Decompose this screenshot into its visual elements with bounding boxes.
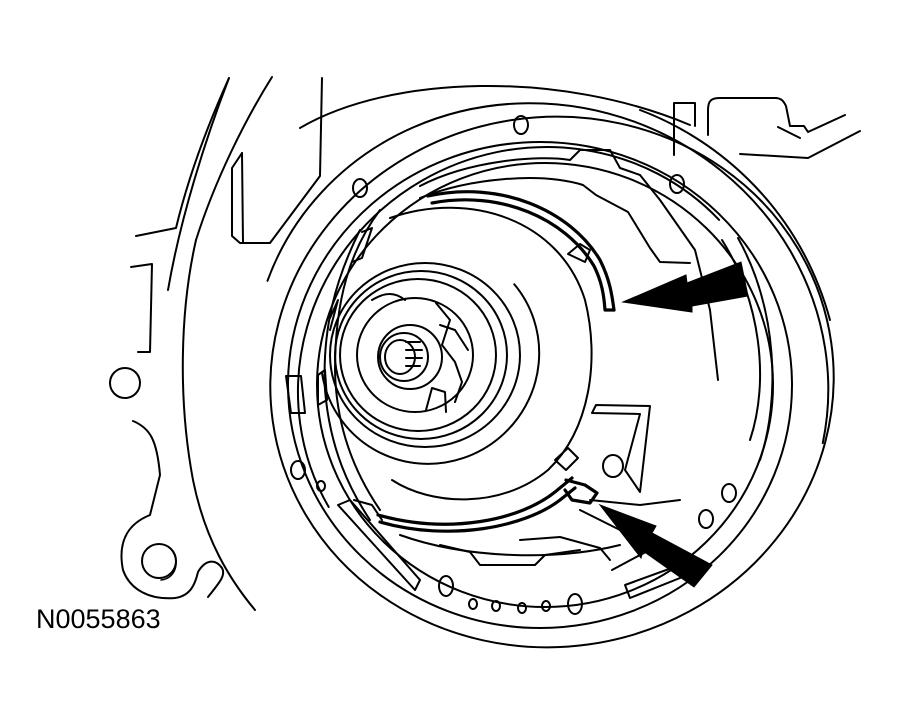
flange-bolt-holes xyxy=(290,115,737,615)
arrow-lower-icon xyxy=(598,503,713,588)
inner-gearset xyxy=(319,206,593,501)
case-bracket-upper-right xyxy=(673,97,861,159)
case-bolt-hole xyxy=(109,367,141,399)
case-housing xyxy=(109,76,323,611)
callout-arrows xyxy=(598,261,749,588)
arrow-upper-icon xyxy=(621,261,749,313)
flange-slots xyxy=(285,375,691,599)
snap-ring xyxy=(376,190,616,533)
figure-id-label: N0055863 xyxy=(36,604,161,634)
